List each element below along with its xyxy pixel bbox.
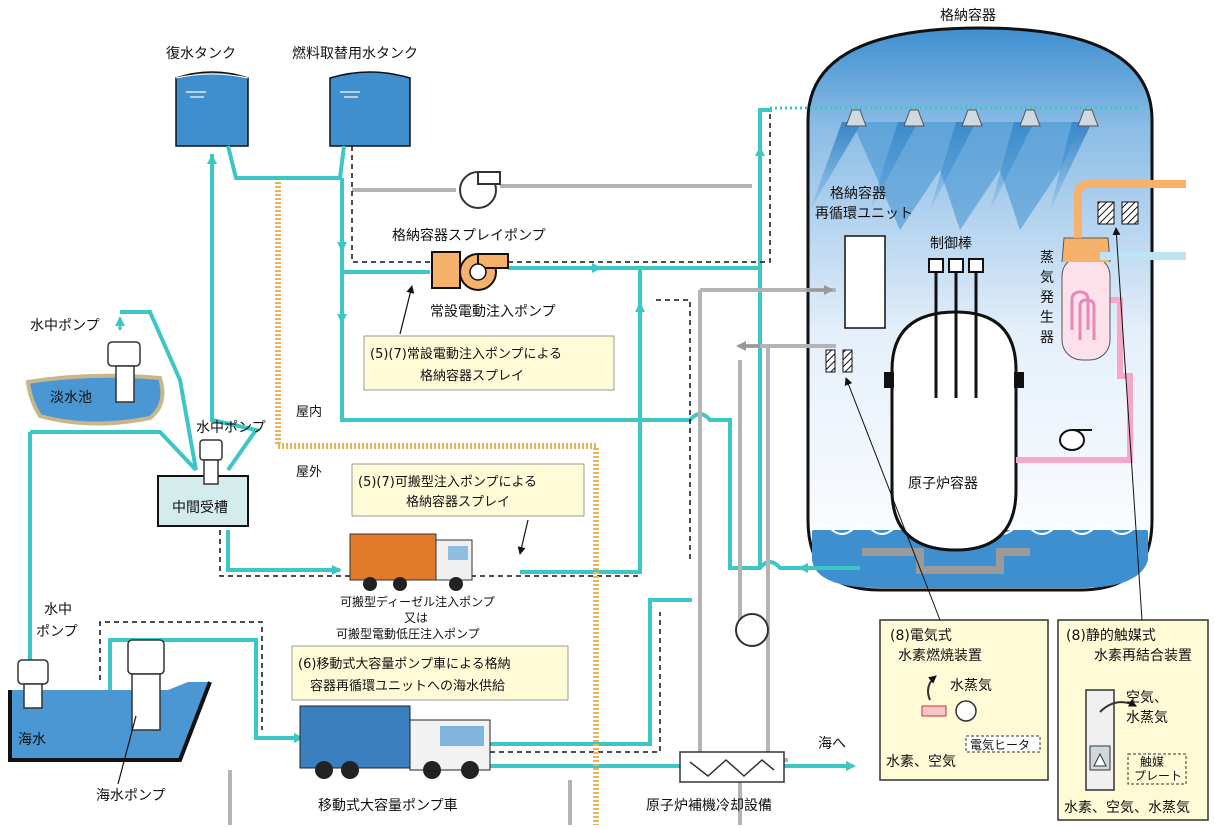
portable-pump-label-2: 又は [404, 611, 428, 625]
aux-cooling-equipment [679, 613, 785, 783]
intermediate-tank-label: 中間受槽 [172, 500, 228, 516]
inset-catalytic-recombiner [1057, 619, 1209, 821]
spray-header [770, 106, 1140, 230]
steam-generator [1016, 180, 1186, 463]
par-marker-2 [1121, 201, 1139, 225]
submersible-pump-mid-label: 水中ポンプ [196, 420, 266, 436]
seawater-pump-pointer [117, 715, 137, 785]
igniter-title-2: 水素燃焼装置 [898, 647, 982, 664]
par-pointer [1112, 227, 1143, 621]
callout-portable-spray: (5)(7)可搬型注入ポンプによる 格納容器スプレイ [351, 463, 585, 555]
igniter-heater: 電気ヒータ [970, 737, 1030, 752]
par-title-1: (8)静的触媒式 [1066, 628, 1156, 644]
igniter-pointer [844, 377, 941, 621]
reactor-vessel-label: 原子炉容器 [908, 475, 978, 492]
reactor-vessel [884, 258, 1024, 552]
svg-text:生: 生 [1040, 310, 1054, 326]
portable-pump-label-1: 可搬型ディーゼル注入ポンプ [340, 594, 495, 609]
svg-text:格納容器スプレイ: 格納容器スプレイ [406, 494, 510, 510]
svg-text:発: 発 [1040, 290, 1054, 306]
callout-permanent-spray: (5)(7)常設電動注入ポンプによる 格納容器スプレイ [363, 285, 615, 391]
seawater-basin [8, 639, 212, 762]
outdoor-label: 屋外 [296, 465, 322, 480]
igniter-steam: 水蒸気 [950, 678, 992, 694]
submersible-pump-low-label-1: 水中 [44, 602, 72, 618]
lake-label: 淡水池 [50, 390, 92, 406]
mobile-pump-truck [299, 705, 491, 779]
spray-pump-label: 格納容器スプレイポンプ [392, 227, 546, 244]
mobile-pump-truck-label: 移動式大容量ポンプ車 [318, 797, 458, 814]
seawater-pump-label: 海水ポンプ [96, 788, 166, 804]
permanent-injection-pump [431, 251, 509, 291]
igniter-marker-1 [825, 349, 836, 373]
to-sea-label: 海へ [818, 736, 846, 752]
containment-vessel-label: 格納容器 [940, 7, 996, 24]
portable-pump-label-3: 可搬型電動低圧注入ポンプ [336, 626, 480, 641]
spray-pump [459, 171, 501, 209]
par-marker-1 [1097, 201, 1115, 225]
cyan-piping [28, 108, 860, 768]
control-rod-label: 制御棒 [930, 236, 972, 252]
intermediate-tank [157, 439, 249, 527]
submersible-pump-top-label: 水中ポンプ [30, 318, 100, 334]
indoor-outdoor-boundary [275, 182, 599, 825]
par-catalyst-1: 触媒 [1140, 755, 1164, 769]
aux-cooling-label: 原子炉補機冷却設備 [646, 798, 772, 814]
par-out-2: 水蒸気 [1126, 710, 1168, 726]
inset-electric-igniter [879, 619, 1049, 781]
cv-recirc-label-2: 再循環ユニット [815, 206, 913, 222]
callout-mobile-truck: (6)移動式大容量ポンプ車による格納 容器再循環ユニットへの海水供給 [291, 645, 569, 701]
igniter-marker-2 [842, 349, 853, 373]
svg-text:容器再循環ユニットへの海水供給: 容器再循環ユニットへの海水供給 [310, 678, 505, 694]
permanent-pump-label: 常設電動注入ポンプ [430, 304, 556, 320]
par-out-1: 空気、 [1126, 690, 1168, 706]
cv-recirculation-unit [844, 235, 886, 329]
svg-text:器: 器 [1040, 330, 1054, 346]
indoor-label: 屋内 [296, 404, 322, 420]
fuel-pool-water-tank [329, 71, 411, 147]
svg-text:(5)(7)常設電動注入ポンプによる: (5)(7)常設電動注入ポンプによる [370, 346, 562, 362]
submersible-pump-top [107, 341, 141, 403]
par-input: 水素、空気、水蒸気 [1064, 800, 1190, 816]
dashed-piping [99, 112, 771, 753]
svg-text:(5)(7)可搬型注入ポンプによる: (5)(7)可搬型注入ポンプによる [358, 475, 537, 490]
svg-text:蒸: 蒸 [1040, 250, 1054, 266]
condensate-tank [175, 71, 249, 147]
par-title-2: 水素再結合装置 [1094, 648, 1192, 664]
svg-text:(6)移動式大容量ポンプ車による格納: (6)移動式大容量ポンプ車による格納 [298, 656, 511, 672]
submersible-pump-low-label-2: ポンプ [36, 624, 78, 640]
fuel-pool-tank-label: 燃料取替用水タンク [292, 45, 418, 62]
igniter-title-1: (8)電気式 [890, 628, 952, 644]
par-catalyst-2: プレート [1134, 769, 1182, 783]
flow-arrows [115, 146, 856, 771]
svg-text:気: 気 [1040, 270, 1054, 286]
steam-generator-label: 蒸 気 発 生 器 [1040, 250, 1054, 346]
svg-text:格納容器スプレイ: 格納容器スプレイ [420, 368, 524, 384]
portable-pump-truck [349, 533, 473, 591]
cv-recirc-label-1: 格納容器 [830, 185, 886, 202]
lake [25, 373, 165, 426]
seawater-label: 海水 [18, 732, 46, 748]
igniter-input: 水素、空気 [886, 754, 956, 770]
condensate-tank-label: 復水タンク [166, 45, 236, 62]
